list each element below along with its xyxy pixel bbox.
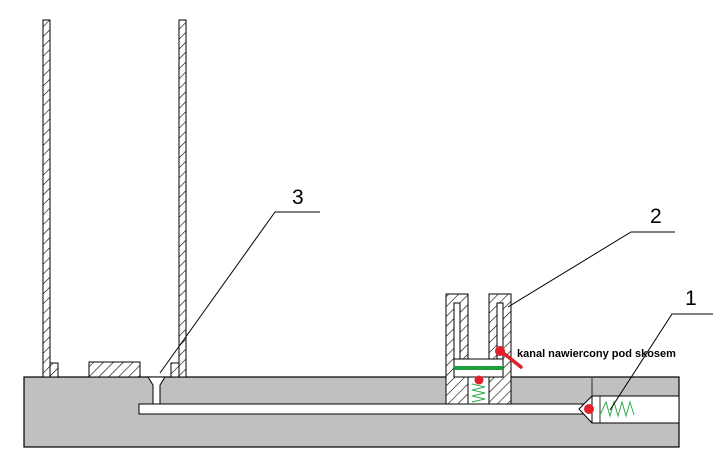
spring-2 <box>471 383 486 403</box>
horizontal-bore <box>138 403 593 415</box>
inlet-3 <box>147 376 166 405</box>
valve-assembly-2 <box>445 293 523 405</box>
label-2: 2 <box>650 205 662 228</box>
label-1: 1 <box>685 287 697 310</box>
marker-2 <box>474 375 484 385</box>
hatched-block <box>88 361 141 378</box>
label-3: 3 <box>292 186 304 209</box>
marker-1 <box>584 404 594 414</box>
angled-channel <box>500 350 523 369</box>
left-tube <box>42 19 187 378</box>
channel-note: kanal nawiercony pod skosem <box>517 348 676 360</box>
end-fitting-1 <box>578 378 680 424</box>
leader-lines <box>159 211 713 411</box>
seal-ring <box>454 366 503 370</box>
spring-1 <box>599 400 635 418</box>
